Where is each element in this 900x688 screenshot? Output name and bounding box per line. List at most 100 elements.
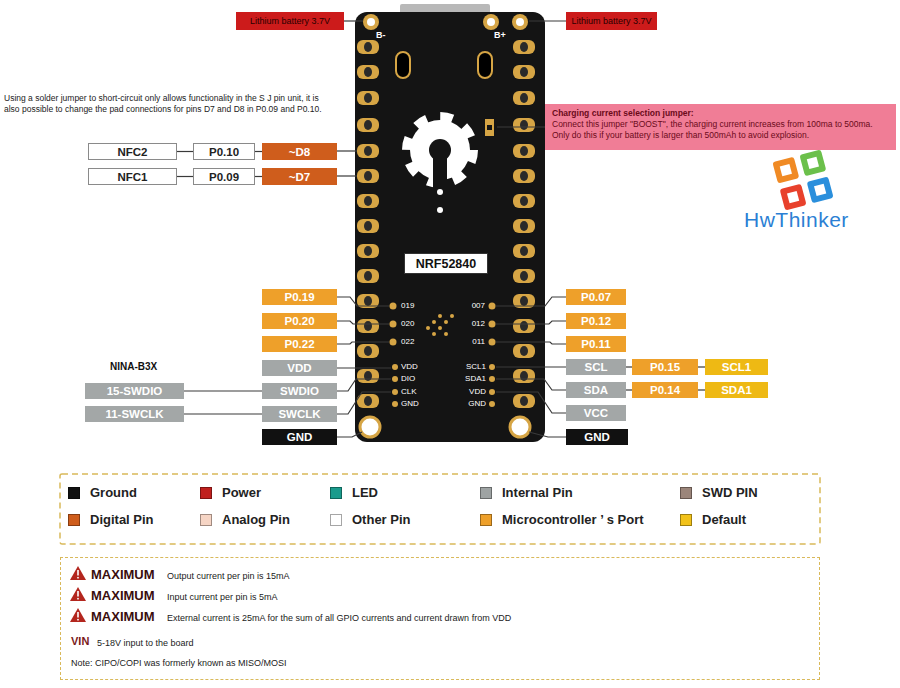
pad-name: SDA1 [452,374,486,384]
pad-name: 022 [401,337,414,347]
port-box: P0.12 [566,313,626,329]
legend-swatch [680,487,692,499]
boost-jumper [485,119,494,136]
pin-name: NRF52840 [416,257,476,271]
ground-box: GND [262,429,337,445]
pcb-board [355,12,545,442]
pin-name: P0.20 [284,314,314,328]
legend-entry: Digital Pin [68,512,154,528]
leader-lines [337,21,566,437]
pad-name-holder: 019 [401,301,414,311]
pin-name: P0.10 [209,145,239,159]
port-box: P0.22 [262,336,337,352]
callout-heading: Charging current selection jumper: [552,108,889,119]
port-box: P0.10 [193,143,255,160]
pin-name: VCC [584,406,608,420]
legend-text: Default [702,512,746,528]
legend-entry: SWD PIN [680,485,758,501]
pad-name: VDD [401,362,418,372]
pad-name-holder: 012 [452,319,485,329]
pad-name-holder: 011 [452,337,485,347]
pin-name: SWCLK [278,407,320,421]
pad-name-holder: CLK [401,387,417,397]
brand-name: HwThinker [744,208,849,232]
open-hardware-gear [408,118,472,213]
pin-name: NFC1 [117,170,147,184]
pad-name-holder: B+ [494,30,506,41]
function-box: NFC2 [88,143,177,160]
pin-name: P0.11 [581,337,610,351]
warning-title: MAXIMUM [91,567,155,582]
legend-swatch [330,487,342,499]
default-box: SDA1 [705,382,768,398]
port-box: P0.14 [632,382,698,398]
pad-name: VDD [452,387,486,397]
legend-swatch [200,487,212,499]
pad-name: SCL1 [452,362,486,372]
pin-name: 11-SWCLK [105,407,163,421]
pad-name: 012 [452,319,485,329]
chip-label: NRF52840 [404,253,488,274]
default-box: SCL1 [705,359,768,375]
pad-name-holder: VDD [452,387,486,397]
legend-entry: Analog Pin [200,512,290,528]
pad-name-holder: B- [376,30,386,41]
pin-connector [184,413,262,414]
pad-name: 020 [401,319,414,329]
pin-name: SCL1 [722,360,751,374]
internal-pin-box: 11-SWCLK [85,406,184,422]
pin-name: SDA [584,383,608,397]
castellated-pads [357,40,535,408]
pad-name: B+ [494,30,506,41]
brand-name-holder: HwThinker [744,208,849,232]
legend-swatch [680,514,692,526]
pin-name: ~D7 [289,170,310,184]
pad-name: B- [376,30,386,41]
legend-swatch [68,487,80,499]
pad-name-holder: 007 [452,301,485,311]
legend-text: LED [352,485,378,501]
legend-entry: Other Pin [330,512,411,528]
port-box: P0.11 [566,336,626,352]
pad-name: 011 [452,337,485,347]
pad-name-holder: SDA1 [452,374,486,384]
pin-name: ~D8 [289,145,310,159]
port-box: P0.07 [566,289,626,305]
pin-connector [698,389,705,390]
pad-name-holder: SCL1 [452,362,486,372]
legend-swatch [200,514,212,526]
warning-text: External current is 25mA for the sum of … [167,613,511,624]
module-name: NINA-B3X [110,361,157,373]
battery-label: Lithium battery 3.7V [566,12,657,30]
pad-name: CLK [401,387,417,397]
legend-entry: LED [330,485,378,501]
battery-pads [363,14,528,30]
pin-connector [177,151,193,152]
warning-title: MAXIMUM [91,609,155,624]
digital-pin-box: ~D7 [262,168,337,185]
pad-name-holder: 020 [401,319,414,329]
warning-text: 5-18V input to the board [97,638,194,649]
pad-name: GND [452,399,486,409]
pin-name: VDD [287,361,311,375]
note-text: Using a solder jumper to short-circuit o… [4,93,322,115]
internal-pin-box: SWCLK [262,406,337,422]
ground-box: GND [566,429,628,445]
pin-name: GND [287,430,313,444]
jumper-callout: Charging current selection jumper:Connec… [545,104,896,150]
legend-text: Power [222,485,261,501]
pad-name-holder: GND [401,399,419,409]
legend-text: Microcontroller ’ s Port [502,512,644,528]
internal-pin-box: VCC [566,405,626,421]
pad-name-holder: DIO [401,374,415,384]
legend-text: Analog Pin [222,512,290,528]
pin-name: P0.07 [581,290,611,304]
pin-name: P0.19 [284,290,314,304]
pin-name: Lithium battery 3.7V [250,14,330,28]
warning-text: Output current per pin is 15mA [167,571,290,582]
brand-logo [772,149,833,210]
legend-entry: Microcontroller ’ s Port [480,512,644,528]
pad-name-holder: 022 [401,337,414,347]
legend-text: Ground [90,485,137,501]
